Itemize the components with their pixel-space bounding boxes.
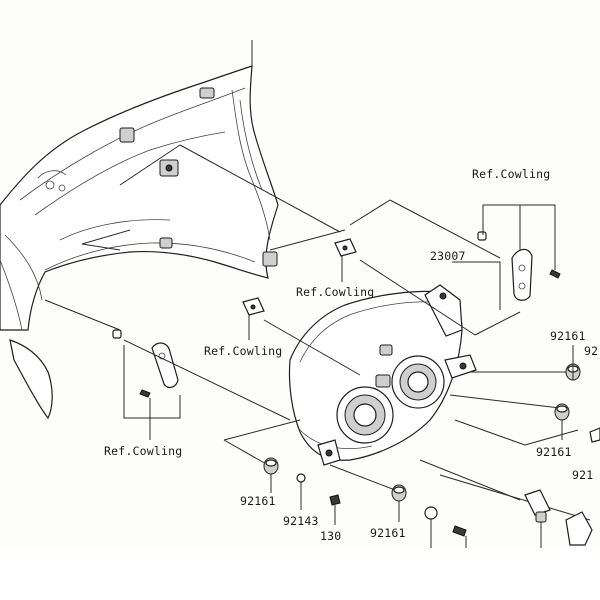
label-ref-cowling-bottom-left: Ref.Cowling — [104, 444, 182, 458]
bracket-right — [477, 231, 561, 301]
label-92161-bottom-left: 92161 — [240, 494, 276, 508]
label-92161-bottom-center: 92161 — [370, 526, 406, 540]
label-92161-right-upper: 92161 — [550, 329, 586, 343]
cap-92161-right-mid — [554, 403, 570, 421]
bottom-margin — [0, 548, 600, 600]
cap-92161-bottom-left — [263, 457, 279, 475]
front-cowling — [0, 65, 279, 420]
cowling-plate-mid — [334, 238, 357, 257]
label-ref-cowling-left: Ref.Cowling — [204, 344, 282, 358]
label-130: 130 — [320, 529, 341, 543]
cap-92161-bottom-center — [391, 484, 407, 502]
label-92-right-edge: 92 — [584, 344, 598, 358]
guide-lines — [44, 144, 591, 521]
bracket-left — [112, 329, 179, 398]
parts-diagram: Ref.Cowling Ref.Cowling Ref.Cowling Ref.… — [0, 40, 600, 548]
exploded-view-drawing: Ref.Cowling Ref.Cowling Ref.Cowling Ref.… — [0, 40, 600, 548]
washer-92143 — [296, 473, 306, 483]
cowling-plate-left — [242, 297, 265, 316]
label-92161-right-mid: 92161 — [536, 445, 572, 459]
connector-bottom-right — [565, 511, 593, 546]
screw-right-edge — [589, 427, 600, 443]
small-cap-bottom — [424, 506, 438, 520]
bolt-130 — [329, 494, 341, 525]
label-part-23007: 23007 — [430, 249, 466, 263]
label-921-right-edge: 921 — [572, 468, 593, 482]
bulb-socket — [524, 489, 551, 548]
label-ref-cowling-top-right: Ref.Cowling — [472, 167, 550, 181]
label-92143: 92143 — [283, 514, 319, 528]
headlight-assembly — [288, 284, 477, 466]
label-ref-cowling-mid: Ref.Cowling — [296, 285, 374, 299]
screw-bottom — [452, 525, 467, 537]
